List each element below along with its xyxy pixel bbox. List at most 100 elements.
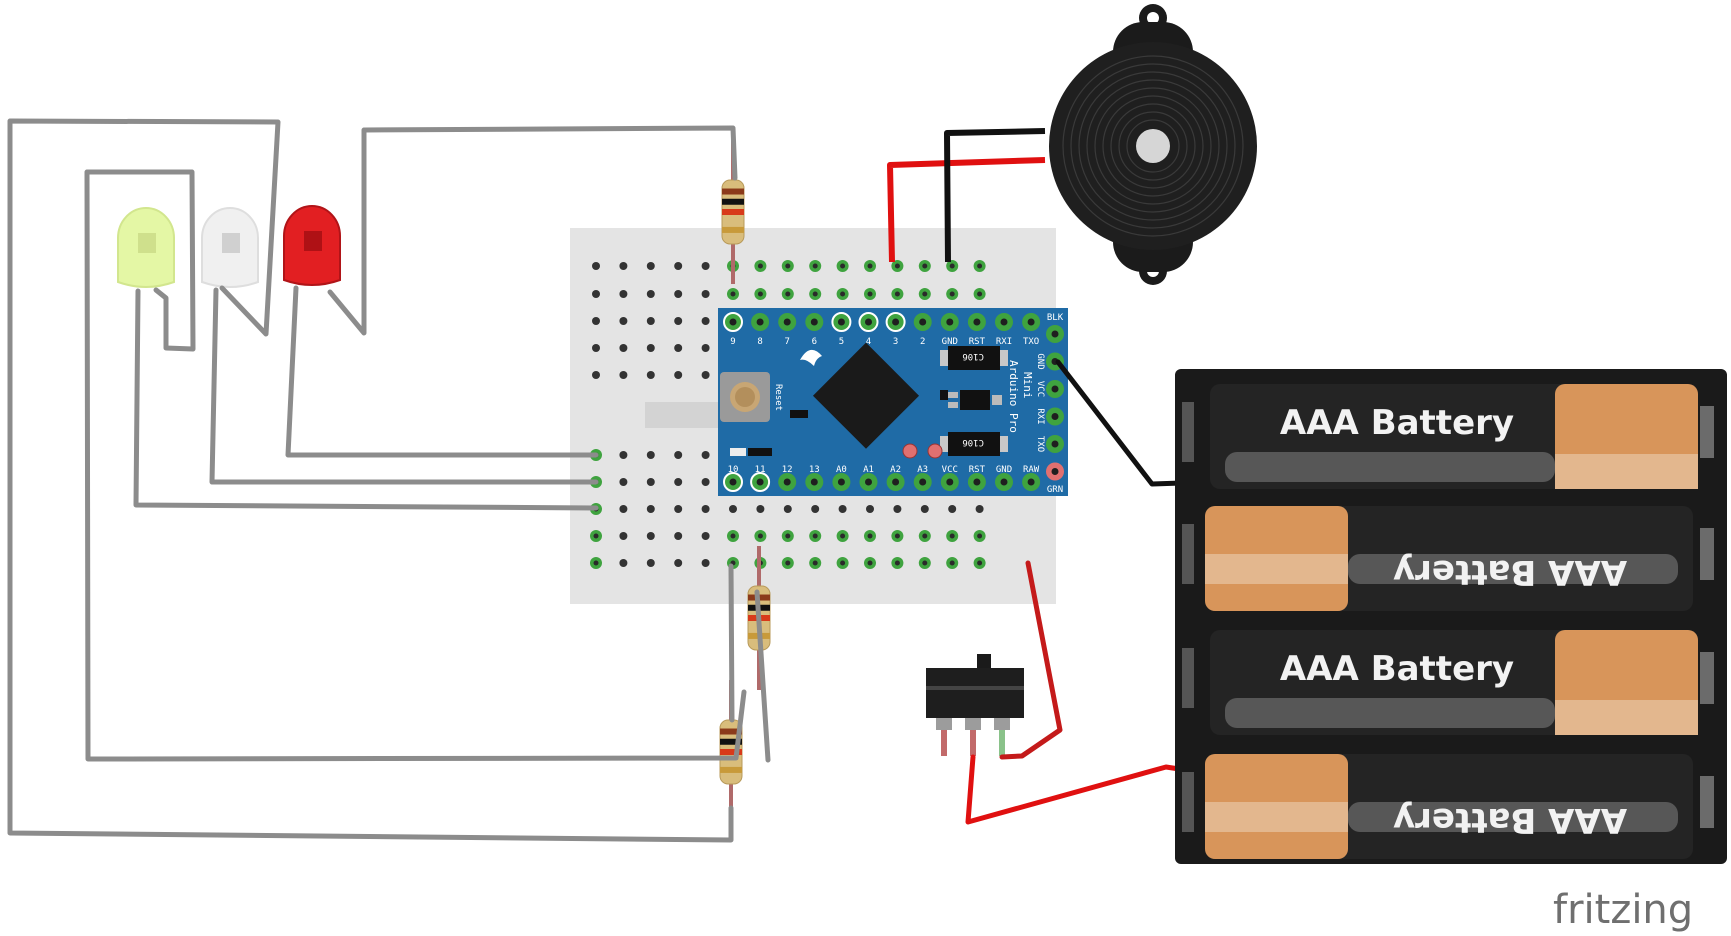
wire-led-red-anode — [285, 285, 599, 458]
board-pin-label-side: GND — [1035, 353, 1045, 369]
breadboard-hole-center — [949, 263, 955, 269]
board-pin-hole — [865, 318, 872, 326]
breadboard-hole — [646, 478, 655, 486]
board-pin-hole — [973, 478, 981, 486]
wire-resistor-lower-2 — [728, 563, 735, 723]
board-pin-hole — [919, 478, 927, 486]
board-pin-label-side: BLK — [1047, 313, 1064, 323]
board-pin-hole — [1051, 413, 1059, 420]
board-pin-label-top: 7 — [784, 337, 789, 347]
board-pin-hole — [1000, 318, 1008, 326]
wire-switch-to-battery — [965, 754, 1189, 825]
board-pin-hole — [756, 478, 764, 486]
buzzer-ring — [1102, 95, 1204, 197]
buzzer-ring — [1118, 111, 1188, 181]
breadboard-hole — [701, 262, 710, 270]
breadboard-hole-center — [593, 533, 599, 539]
board-pin-label-top: RST — [969, 337, 986, 347]
voltage-regulator — [948, 390, 1002, 410]
breadboard-hole-center — [922, 560, 928, 566]
breadboard-holes — [590, 260, 986, 569]
battery-cell: AAA Battery — [1182, 506, 1714, 611]
arduino-pro-mini: Reset Arduino Pro Mini C106 C106 — [718, 308, 1068, 496]
gray-wires — [7, 118, 771, 843]
breadboard-hole — [701, 290, 710, 298]
battery-label: AAA Battery — [1393, 800, 1627, 840]
breadboard-hole — [592, 371, 600, 379]
breadboard-hole — [783, 505, 792, 513]
led-white — [201, 207, 259, 288]
breadboard-hole — [619, 559, 628, 567]
board-pin-label-bottom: RAW — [1023, 465, 1040, 475]
battery-cell: AAA Battery — [1182, 630, 1714, 735]
breadboard-hole — [646, 290, 655, 298]
piezo-buzzer — [1049, 4, 1257, 285]
breadboard-hole-center — [812, 533, 818, 539]
board-pin-label-bottom: GND — [996, 465, 1012, 475]
board-pin-label-top: 3 — [893, 337, 898, 347]
breadboard-hole-center — [785, 560, 791, 566]
capacitor-1: C106 — [940, 346, 1008, 370]
breadboard-hole-center — [867, 560, 873, 566]
battery-cell: AAA Battery — [1182, 384, 1714, 489]
breadboard-hole — [866, 505, 874, 513]
breadboard-hole-center — [730, 291, 736, 297]
board-pin-label-top: 6 — [812, 337, 817, 347]
wire-led-green-cathode — [84, 169, 747, 762]
capacitor-1-label: C106 — [962, 351, 984, 361]
breadboard-hole — [646, 371, 655, 379]
smd-part — [748, 448, 772, 456]
breadboard-hole — [646, 532, 655, 540]
breadboard-hole — [674, 451, 683, 459]
buzzer-wires — [887, 128, 1046, 263]
breadboard-hole-center — [593, 560, 599, 566]
wire-raw-to-switch — [999, 560, 1063, 760]
breadboard-hole — [893, 505, 902, 513]
board-pin-hole — [1051, 385, 1059, 393]
board-pin-label-bottom: 11 — [755, 465, 766, 475]
board-pin-label-side: RXI — [1035, 408, 1045, 424]
board-pin-label-bottom: A3 — [917, 465, 928, 475]
board-pin-hole — [946, 318, 954, 326]
breadboard-hole-center — [977, 560, 983, 566]
breadboard-hole — [701, 505, 710, 513]
breadboard-hole-center — [922, 533, 928, 539]
breadboard-hole — [701, 559, 710, 567]
microcontroller-chip — [812, 342, 920, 449]
breadboard-hole — [619, 478, 628, 486]
reset-label: Reset — [773, 384, 783, 411]
logo-icon — [800, 349, 822, 366]
breadboard-hole-center — [922, 291, 928, 297]
breadboard-hole-center — [730, 533, 736, 539]
breadboard-hole — [948, 505, 957, 513]
board-pin-label-bottom: 13 — [809, 465, 820, 475]
led-red — [283, 205, 341, 286]
battery-label: AAA Battery — [1393, 552, 1627, 592]
breadboard-hole — [674, 532, 683, 540]
board-pin-label-top: GND — [942, 337, 958, 347]
breadboard-hole-center — [757, 263, 763, 269]
breadboard-hole-center — [840, 533, 846, 539]
board-pin-hole — [729, 318, 737, 326]
board-pin-hole — [1051, 468, 1059, 475]
breadboard-hole — [619, 290, 628, 298]
battery-label: AAA Battery — [1280, 403, 1514, 443]
board-pin-label-top: 5 — [839, 337, 844, 347]
board-pin-hole — [783, 318, 791, 326]
board-pin-label-side: TXO — [1035, 436, 1045, 452]
breadboard-hole — [619, 317, 628, 325]
breadboard-hole — [592, 262, 600, 270]
breadboard-hole — [592, 344, 600, 352]
breadboard-hole-center — [894, 291, 900, 297]
buzzer-ring — [1078, 71, 1228, 221]
board-pin-label-side: VCC — [1035, 381, 1045, 397]
breadboard-hole-center — [894, 533, 900, 539]
breadboard-hole — [646, 505, 655, 513]
board-pin-hole — [810, 318, 818, 326]
buzzer-ring — [1070, 63, 1236, 229]
fritzing-logo-text: fritzing — [1553, 887, 1693, 933]
board-pin-hole — [1027, 478, 1035, 486]
wire-gnd-to-battery — [1055, 359, 1185, 487]
